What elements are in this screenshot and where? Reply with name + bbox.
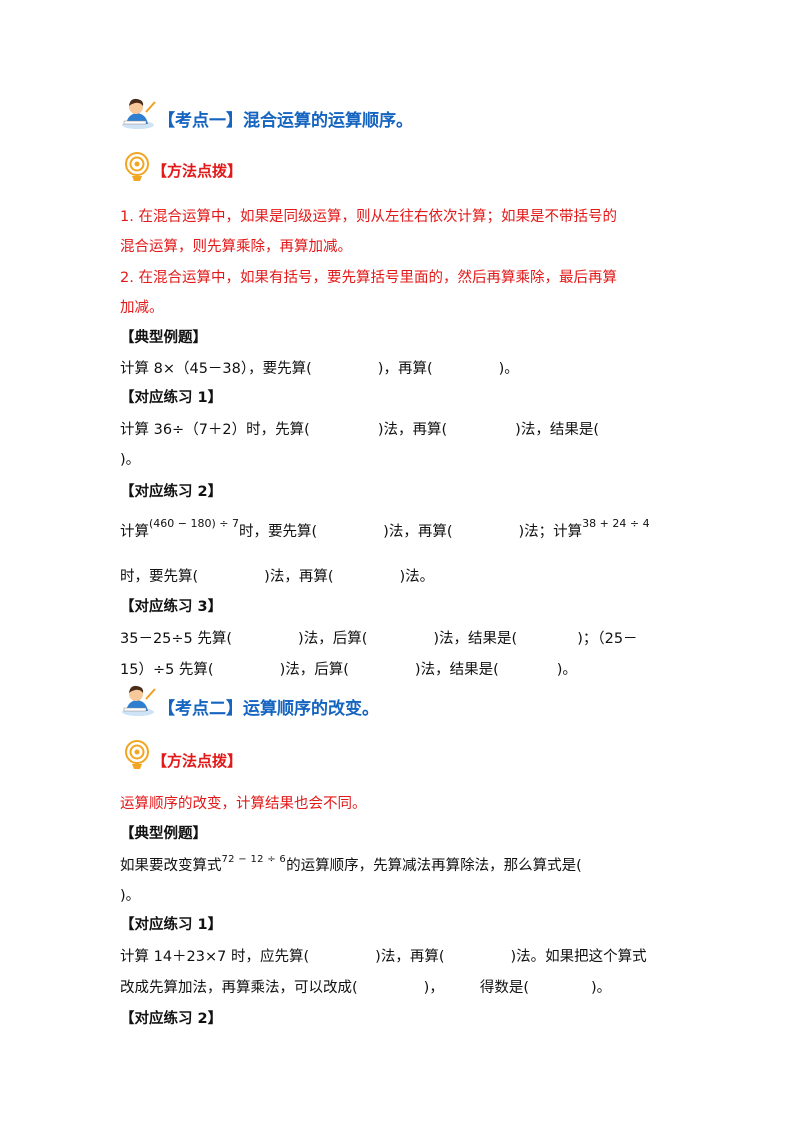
section1-method-line-2: 混合运算，则先算乘除，再算加减。 <box>120 239 352 255</box>
section1-title: 【考点一】混合运算的运算顺序。 <box>158 111 413 131</box>
lightbulb-icon <box>122 150 152 184</box>
section1-method-line-4: 加减。 <box>120 300 164 316</box>
section1-ex2-question-cont: 时，要先算()法，再算()法。 <box>120 569 435 585</box>
section1-ex1-question-cont: )。 <box>120 452 141 468</box>
section2-ex1-question-cont: 改成先算加法，再算乘法，可以改成()，得数是()。 <box>120 980 612 996</box>
lightbulb-icon <box>122 738 152 772</box>
section1-method-line-3: 2. 在混合运算中，如果有括号，要先算括号里面的，然后再算乘除，最后再算 <box>120 270 617 286</box>
section2-method-line: 运算顺序的改变，计算结果也会不同。 <box>120 796 367 812</box>
section2-ex1-title: 【对应练习 1】 <box>120 917 223 933</box>
section1-example-title: 【典型例题】 <box>120 330 207 346</box>
section1-ex1-title: 【对应练习 1】 <box>120 390 223 406</box>
section1-example-question: 计算 8×（45－38），要先算()，再算()。 <box>120 361 519 377</box>
section1-ex3-title: 【对应练习 3】 <box>120 599 223 615</box>
section1-method-line-1: 1. 在混合运算中，如果是同级运算，则从左往右依次计算；如果是不带括号的 <box>120 209 617 225</box>
section1-ex1-question: 计算 36÷（7＋2）时，先算()法，再算()法，结果是( <box>120 422 599 438</box>
section1-ex2-question: 计算(460 − 180) ÷ 7时，要先算()法，再算()法；计算38 + 2… <box>120 517 650 540</box>
section2-ex1-question: 计算 14＋23×7 时，应先算()法，再算()法。如果把这个算式 <box>120 949 647 965</box>
section1-ex2-title: 【对应练习 2】 <box>120 484 223 500</box>
section1-method-title: 【方法点拨】 <box>152 162 243 180</box>
section2-example-question: 如果要改变算式72 − 12 ÷ 6的运算顺序，先算减法再算除法，那么算式是( <box>120 854 582 874</box>
section2-ex2-title: 【对应练习 2】 <box>120 1011 223 1027</box>
example-expression: 72 − 12 ÷ 6 <box>221 854 287 865</box>
ex2-expression-2: 38 + 24 ÷ 4 <box>582 517 650 530</box>
ex2-expression-1: (460 − 180) ÷ 7 <box>149 517 239 530</box>
section2-title: 【考点二】运算顺序的改变。 <box>158 699 379 719</box>
section2-example-title: 【典型例题】 <box>120 826 207 842</box>
teacher-icon <box>120 96 158 130</box>
section1-ex3-question-cont: 15）÷5 先算()法，后算()法，结果是()。 <box>120 662 577 678</box>
section2-method-title: 【方法点拨】 <box>152 752 243 770</box>
teacher-icon <box>120 683 158 717</box>
section2-example-question-cont: )。 <box>120 888 141 904</box>
section1-ex3-question: 35－25÷5 先算()法，后算()法，结果是()；（25－ <box>120 631 638 647</box>
